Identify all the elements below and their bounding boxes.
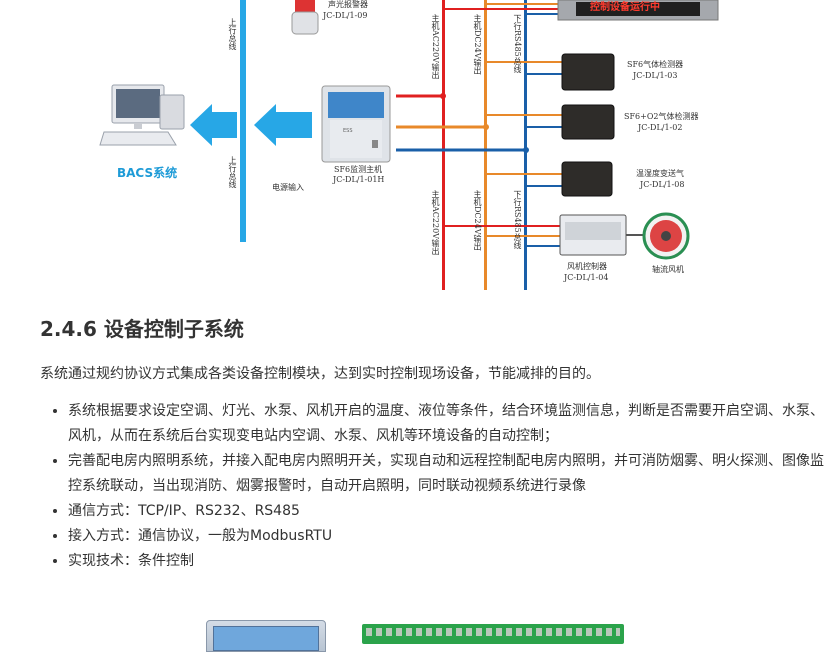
rs485-label-bottom: 下行RS485总线: [513, 190, 522, 249]
section-title: 2.4.6 设备控制子系统: [40, 317, 244, 341]
ac220-label-top: 主机AC220V输出: [431, 14, 440, 79]
alarm-icon: [291, 0, 319, 35]
list-item: 实现技术：条件控制: [68, 549, 828, 574]
upper-bus-line: [240, 0, 246, 242]
axial-fan-icon: [642, 212, 690, 260]
dc24-label-top: 主机DC24V输出: [473, 14, 482, 75]
ac220-label-bottom: 主机AC220V输出: [431, 190, 440, 255]
device-1-code: JC-DL/1-03: [633, 71, 678, 80]
axial-fan-label: 轴流风机: [652, 265, 684, 274]
device-3-name: 温湿度变送气: [636, 169, 684, 178]
device-1-name: SF6气体检测器: [627, 60, 684, 69]
computer-icon: [99, 84, 185, 146]
svg-text:ESS: ESS: [343, 128, 353, 134]
arrow-to-bus: [254, 104, 312, 146]
power-input-label: 电源输入: [272, 183, 304, 192]
host-label: SF6监测主机: [334, 165, 383, 174]
rs485-label-top: 下行RS485总线: [513, 14, 522, 73]
device-2-code: JC-DL/1-02: [638, 123, 683, 132]
control-panel-image: [206, 620, 326, 652]
section-intro: 系统通过规约协议方式集成各类设备控制模块，达到实时控制现场设备，节能减排的目的。: [40, 366, 600, 382]
upper-bus-label-top: 上行总线: [228, 18, 237, 50]
dc24-label-bottom: 主机DC24V输出: [473, 190, 482, 251]
list-item: 系统根据要求设定空调、灯光、水泵、风机开启的温度、液位等条件，结合环境监测信息，…: [68, 399, 828, 449]
alarm-label: 声光报警器: [328, 0, 368, 9]
bacs-label: BACS系统: [117, 166, 178, 180]
detector-icons: [561, 53, 615, 197]
list-item: 通信方式：TCP/IP、RS232、RS485: [68, 499, 828, 524]
ac220-bus-line: [442, 0, 445, 290]
arrow-to-bacs: [190, 104, 237, 146]
list-item: 接入方式：通信协议，一般为ModbusRTU: [68, 524, 828, 549]
feature-list: 系统根据要求设定空调、灯光、水泵、风机开启的温度、液位等条件，结合环境监测信息，…: [40, 399, 828, 574]
host-device-icon: ESS: [321, 85, 391, 163]
host-code: JC-DL/1-01H: [333, 175, 385, 184]
led-display-text: 控制设备运行中: [590, 2, 660, 13]
alarm-code: JC-DL/1-09: [323, 11, 368, 20]
dc24-bus-line: [484, 0, 487, 290]
list-item: 完善配电房内照明系统，并接入配电房内照明开关，实现自动和远程控制配电房内照明，并…: [68, 449, 828, 499]
fan-controller-label: 风机控制器: [567, 262, 607, 271]
control-module-image: [362, 624, 624, 644]
device-3-code: JC-DL/1-08: [640, 180, 685, 189]
device-2-name: SF6+O2气体检测器: [624, 112, 699, 121]
system-diagram: ESS: [0, 0, 840, 300]
diagram-graphics: ESS: [99, 0, 719, 290]
fan-controller-code: JC-DL/1-04: [564, 273, 609, 282]
rs485-bus-line: [524, 0, 527, 290]
upper-bus-label-bottom: 上行总线: [228, 156, 237, 188]
